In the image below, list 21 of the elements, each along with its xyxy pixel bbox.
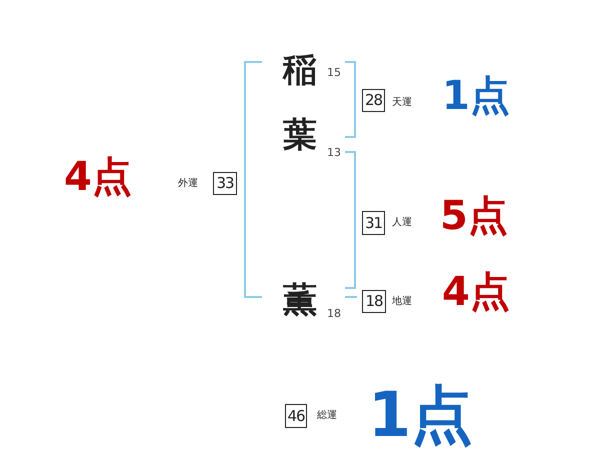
fortune-label: 人運	[392, 218, 412, 228]
score-text: 5点	[440, 196, 508, 236]
name-character: 薫	[283, 283, 317, 317]
score-text: 4点	[442, 272, 510, 312]
fortune-label: 地運	[392, 297, 412, 307]
fortune-label: 総運	[317, 411, 337, 421]
stroke-count: 13	[327, 147, 341, 158]
score-text: 1点	[442, 76, 510, 116]
name-character: 葉	[283, 118, 317, 152]
stroke-count-box: 46	[285, 404, 307, 428]
stroke-count-box: 18	[362, 290, 386, 313]
score-text: 4点	[64, 157, 132, 197]
stroke-count-box: 33	[213, 172, 237, 195]
fortune-label: 天運	[392, 98, 412, 108]
stroke-count-box: 28	[362, 89, 385, 112]
stroke-count: 18	[327, 308, 341, 319]
stroke-count-box: 31	[362, 211, 385, 235]
name-character: 稲	[283, 53, 317, 87]
score-text: 1点	[368, 384, 474, 446]
fortune-label: 外運	[178, 179, 198, 189]
stroke-count: 15	[327, 67, 341, 78]
